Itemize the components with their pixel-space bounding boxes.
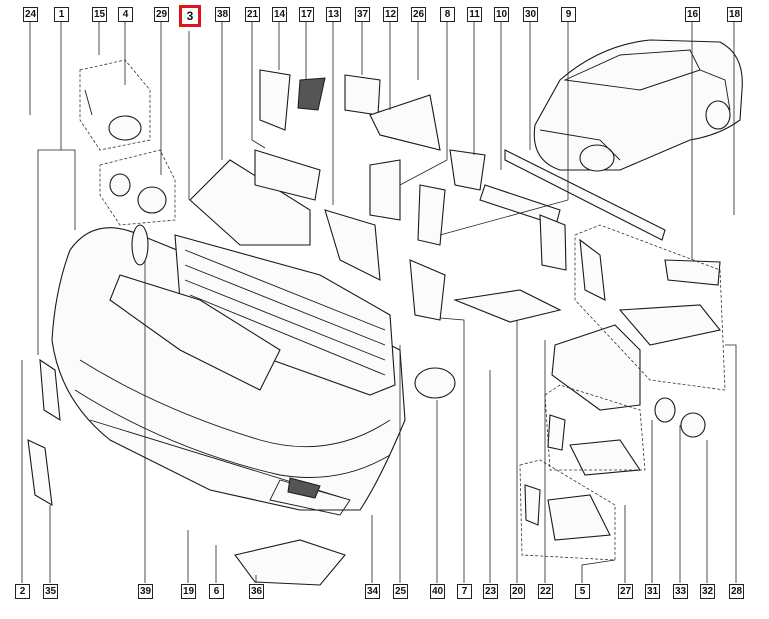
callout-24: 24 bbox=[23, 7, 38, 22]
callout-40: 40 bbox=[430, 584, 445, 599]
callout-35: 35 bbox=[43, 584, 58, 599]
callout-15: 15 bbox=[92, 7, 107, 22]
callout-31: 31 bbox=[645, 584, 660, 599]
callout-7: 7 bbox=[457, 584, 472, 599]
callout-20: 20 bbox=[510, 584, 525, 599]
callout-1: 1 bbox=[54, 7, 69, 22]
callout-26: 26 bbox=[411, 7, 426, 22]
grille-assembly bbox=[109, 159, 396, 396]
callout-18: 18 bbox=[727, 7, 742, 22]
callout-34: 34 bbox=[365, 584, 380, 599]
callout-30: 30 bbox=[523, 7, 538, 22]
callout-3-highlighted: 3 bbox=[179, 5, 201, 27]
callout-11: 11 bbox=[467, 7, 482, 22]
callout-12: 12 bbox=[383, 7, 398, 22]
callout-39: 39 bbox=[138, 584, 153, 599]
callout-33: 33 bbox=[673, 584, 688, 599]
callout-21: 21 bbox=[245, 7, 260, 22]
callout-5: 5 bbox=[575, 584, 590, 599]
callout-14: 14 bbox=[272, 7, 287, 22]
callout-6: 6 bbox=[209, 584, 224, 599]
callout-9: 9 bbox=[561, 7, 576, 22]
callout-19: 19 bbox=[181, 584, 196, 599]
callout-22: 22 bbox=[538, 584, 553, 599]
callout-10: 10 bbox=[494, 7, 509, 22]
callout-25: 25 bbox=[393, 584, 408, 599]
callout-32: 32 bbox=[700, 584, 715, 599]
leader-lines bbox=[21, 22, 737, 583]
callout-13: 13 bbox=[326, 7, 341, 22]
callout-38: 38 bbox=[215, 7, 230, 22]
callout-17: 17 bbox=[299, 7, 314, 22]
callout-27: 27 bbox=[618, 584, 633, 599]
callout-29: 29 bbox=[154, 7, 169, 22]
group-outlines bbox=[79, 59, 726, 561]
car-illustration bbox=[533, 39, 743, 172]
callout-4: 4 bbox=[118, 7, 133, 22]
callout-8: 8 bbox=[440, 7, 455, 22]
callout-2: 2 bbox=[15, 584, 30, 599]
callout-23: 23 bbox=[483, 584, 498, 599]
callout-16: 16 bbox=[685, 7, 700, 22]
fog-lamp-parts bbox=[27, 89, 721, 586]
callout-28: 28 bbox=[729, 584, 744, 599]
callout-36: 36 bbox=[249, 584, 264, 599]
upper-brackets bbox=[254, 69, 666, 321]
callout-37: 37 bbox=[355, 7, 370, 22]
